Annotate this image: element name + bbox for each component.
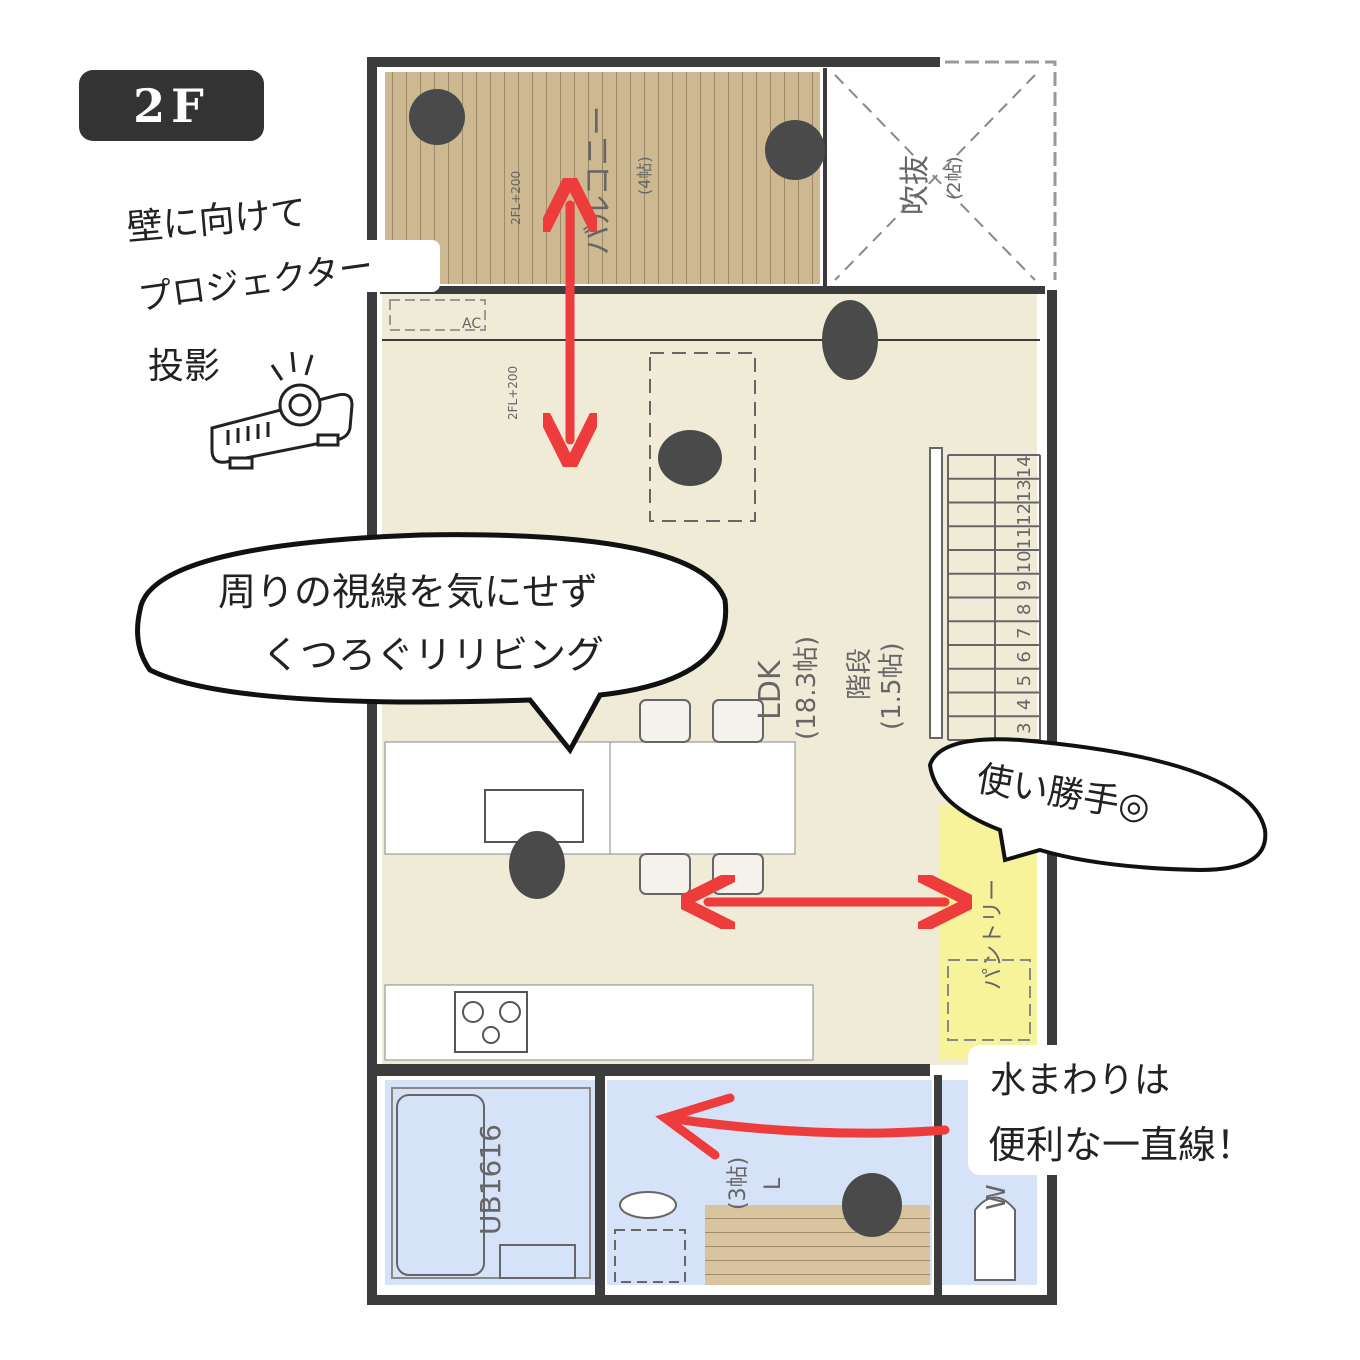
washbasin [619,1191,677,1219]
bathtub [396,1094,485,1276]
stair-number: 3 [1014,722,1035,733]
walls [367,57,1057,1305]
stair-number: 12 [1014,503,1035,526]
stair-number: 13 [1014,479,1035,502]
dining-table-outline [649,352,756,522]
level-note-ldk: 2FL+200 [506,366,520,420]
pantry-speech-bubble: 使い勝手◎ [927,737,1268,873]
laundry-label: L [761,1177,786,1190]
stair-number: 10 [1014,550,1035,573]
stairs-size: (1.5帖) [877,642,907,730]
stair-number: 7 [1014,627,1035,638]
stair-number: 5 [1014,675,1035,686]
stair-number: 6 [1014,651,1035,662]
kitchen-counter [384,984,814,1061]
arrow-water-line [655,1093,950,1160]
kitchen-island [384,741,796,855]
stair-number: 8 [1014,604,1035,615]
level-note-balcony: 2FL+200 [509,171,523,225]
balcony-size: (4帖) [635,156,654,195]
stair-number: 14 [1014,455,1035,478]
ac-label: AC [462,316,481,332]
laundry-size: (3帖) [726,1157,751,1210]
stairs-label: 階段 [845,648,875,700]
projector-note-line3: 投影 [148,346,220,387]
toilet [974,1196,1016,1281]
stair-number: 11 [1014,527,1035,550]
void-size: (2帖) [944,157,965,201]
stair-number: 9 [1014,580,1035,591]
water-note: 水まわりは 便利な一直線！ [968,1045,1308,1175]
water-note-line2: 便利な一直線！ [988,1123,1254,1167]
ldk-size: (18.3帖) [792,636,822,740]
stair-number: 4 [1014,699,1035,710]
water-note-line1: 水まわりは [990,1060,1170,1101]
pantry-label: パントリー [981,879,1006,990]
balcony-label: バルコニー [581,106,616,255]
living-speech-bubble: 周りの視線を気にせず くつろぐリリビング [135,532,729,755]
washer-outline [614,1229,686,1283]
stools [639,699,764,895]
living-bubble-line1: 周りの視線を気にせず [218,570,598,614]
void-label: 吹抜 [898,155,933,215]
bath-floor [385,1080,595,1285]
person-figures [409,89,902,1237]
living-bubble-line2: くつろぐリリビング [262,633,604,677]
toilet-label: W [982,1184,1012,1210]
arrows [570,205,950,1160]
ldk-label: LDK [753,659,788,720]
floor-badge: 2F [79,70,264,141]
projector-icon [210,351,354,470]
bath-label: UB1616 [474,1124,507,1235]
